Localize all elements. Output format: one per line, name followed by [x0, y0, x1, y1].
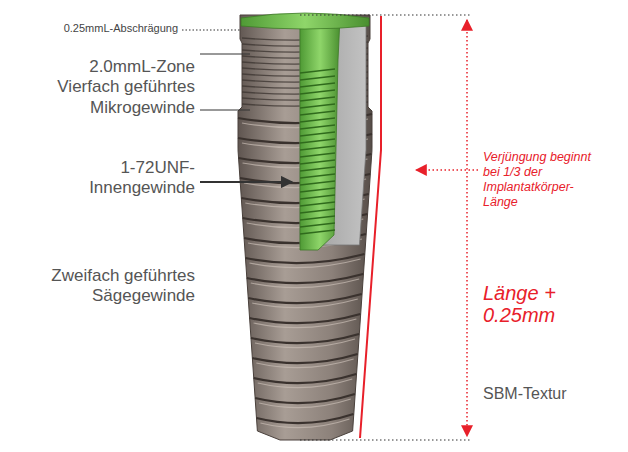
internal-thread [300, 167, 335, 171]
taper-arrow [416, 169, 478, 171]
zone-line [200, 54, 250, 55]
internal-thread [300, 104, 335, 108]
internal-thread [300, 69, 335, 73]
internal-thread [300, 209, 335, 213]
internal-thread [300, 223, 335, 227]
part-label: Zweifach geführtes Sägegewinde [35, 266, 195, 307]
internal-thread [300, 216, 335, 220]
dimension-note: Verjüngung beginnt bei 1/3 der Implantat… [483, 150, 611, 210]
zone-line [200, 110, 250, 111]
leader-line [182, 29, 240, 30]
internal-thread [300, 139, 335, 143]
thread-highlight [258, 379, 353, 388]
internal-bore [300, 18, 340, 250]
internal-thread [300, 118, 335, 122]
dimension-note: Länge + 0.25mm [483, 282, 593, 326]
leader-arrow [200, 181, 292, 183]
internal-thread [300, 90, 335, 94]
internal-thread [300, 188, 335, 192]
internal-thread [300, 146, 335, 150]
internal-thread [300, 132, 335, 136]
internal-thread [300, 153, 335, 157]
taper-line [360, 16, 381, 438]
internal-thread [300, 202, 335, 206]
internal-thread [300, 174, 335, 178]
extent-line [300, 439, 470, 440]
implant-outline [238, 15, 372, 440]
internal-thread [300, 83, 335, 87]
thread-highlight [256, 359, 353, 368]
internal-thread [300, 195, 335, 199]
internal-thread [300, 125, 335, 129]
part-label: 2.0mmL-Zone Vierfach geführtes Mikrogewi… [35, 57, 195, 118]
length-dimension [466, 20, 468, 436]
thread-highlight [260, 419, 349, 428]
implant-body [238, 13, 372, 440]
thread-highlight [249, 259, 360, 268]
thread-highlight [252, 299, 358, 308]
part-label: SBM-Textur [483, 384, 567, 403]
internal-thread [300, 181, 335, 185]
internal-thread [300, 230, 335, 234]
internal-thread [300, 97, 335, 101]
thread-highlight [259, 399, 351, 408]
thread-highlight [255, 339, 355, 348]
thread-highlight [254, 319, 357, 328]
extent-line [300, 14, 470, 15]
thread-highlight [251, 279, 359, 288]
part-label: 0.25mmL-Abschrägung [64, 22, 178, 35]
internal-thread [300, 76, 335, 80]
part-label: 1-72UNF- Innengewinde [77, 158, 195, 199]
internal-thread [300, 111, 335, 115]
internal-thread [300, 160, 335, 164]
